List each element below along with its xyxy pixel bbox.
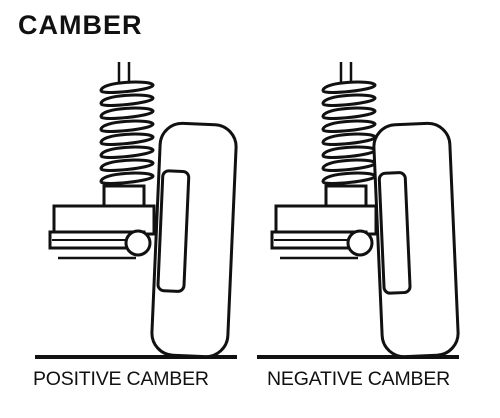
page-title: CAMBER xyxy=(18,10,143,40)
spring-coil xyxy=(99,93,155,107)
spring-coil xyxy=(99,106,155,120)
negative-camber-caption: NEGATIVE CAMBER xyxy=(267,368,451,390)
coil-spring xyxy=(321,80,377,185)
ball-joint xyxy=(346,229,374,257)
spring-coil xyxy=(99,119,155,133)
spring-coil xyxy=(99,145,155,159)
spring-coil xyxy=(321,158,377,172)
spring-coil xyxy=(321,119,377,133)
wheel xyxy=(372,121,460,359)
control-arm xyxy=(274,204,378,236)
wheel-hub xyxy=(377,171,412,295)
spring-coil xyxy=(321,171,377,185)
negative-camber-illustration xyxy=(257,62,460,359)
coil-spring xyxy=(99,80,155,185)
wheel-hub xyxy=(156,169,191,293)
spring-coil xyxy=(321,145,377,159)
wheel xyxy=(150,121,238,359)
positive-camber-caption: POSITIVE CAMBER xyxy=(33,368,209,390)
ball-joint xyxy=(124,229,152,257)
spring-coil xyxy=(321,132,377,146)
spring-coil xyxy=(99,171,155,185)
spring-coil xyxy=(99,80,155,94)
spring-coil xyxy=(99,132,155,146)
positive-camber-illustration xyxy=(35,62,238,359)
spring-coil xyxy=(321,106,377,120)
spring-coil xyxy=(99,158,155,172)
spring-coil xyxy=(321,93,377,107)
spring-coil xyxy=(321,80,377,94)
